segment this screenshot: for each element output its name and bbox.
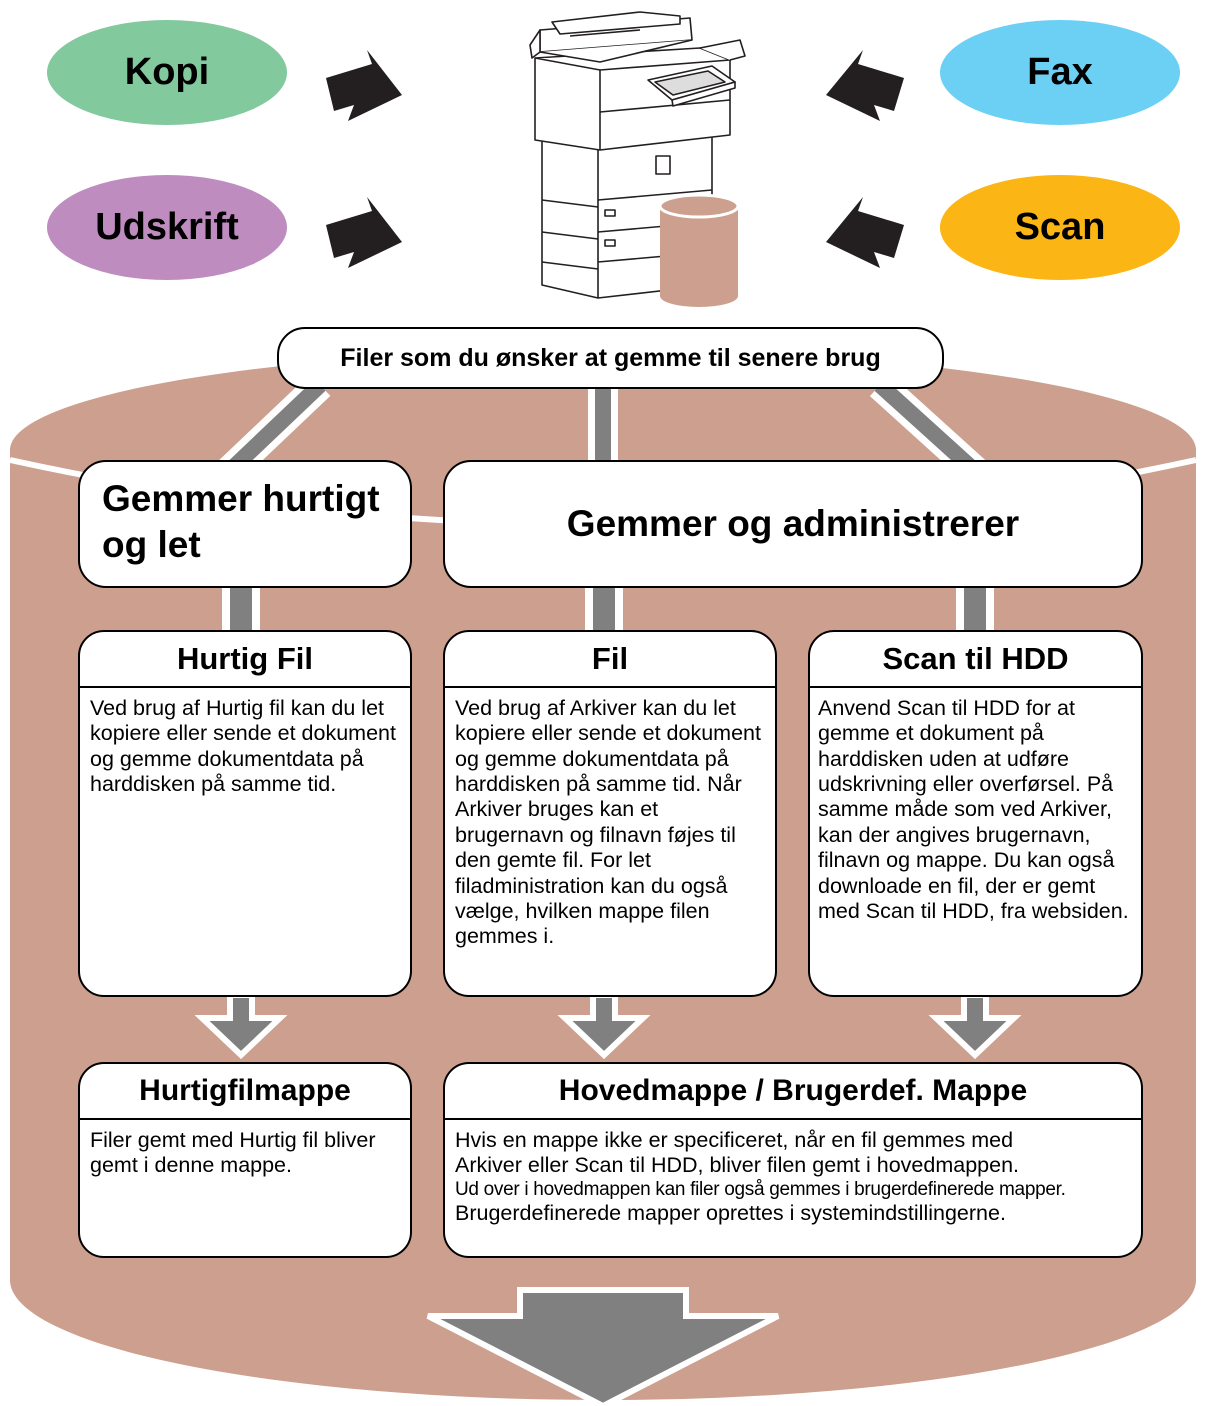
source-label: Scan	[1014, 206, 1106, 248]
folder-card-hovedmappe: Hovedmappe / Brugerdef. Mappe Hvis en ma…	[443, 1062, 1143, 1258]
mode-title: Hurtig Fil	[80, 632, 410, 688]
mode-card-scan-til-hdd: Scan til HDD Anvend Scan til HDD for at …	[808, 630, 1143, 997]
mode-title: Fil	[445, 632, 775, 688]
folder-line: Ud over i hovedmappen kan filer også gem…	[455, 1178, 1066, 1200]
mode-title: Scan til HDD	[810, 632, 1141, 688]
mode-description: Ved brug af Arkiver kan du let kopiere e…	[455, 696, 761, 949]
folder-description: Filer gemt med Hurtig fil bliver gemt i …	[90, 1128, 376, 1178]
mode-description: Anvend Scan til HDD for at gemme et doku…	[818, 696, 1129, 923]
mode-card-fil: Fil Ved brug af Arkiver kan du let kopie…	[443, 630, 777, 997]
category-manage: Gemmer og administrerer	[443, 460, 1143, 588]
source-udskrift: Udskrift	[47, 175, 287, 280]
source-kopi: Kopi	[47, 20, 287, 125]
source-fax: Fax	[940, 20, 1180, 125]
folder-description: Hvis en mappe ikke er specificeret, når …	[445, 1120, 1141, 1226]
source-label: Fax	[1027, 51, 1093, 93]
folder-line: Brugerdefinerede mapper oprettes i syste…	[455, 1201, 1006, 1226]
storage-caption-text: Filer som du ønsker at gemme til senere …	[340, 343, 881, 372]
source-arrows	[326, 50, 904, 268]
source-label: Kopi	[124, 51, 210, 93]
hdd-icon	[658, 193, 740, 307]
category-quick: Gemmer hurtigt og let	[78, 460, 412, 588]
folder-line: Hvis en mappe ikke er specificeret, når …	[455, 1128, 1014, 1152]
source-label: Udskrift	[95, 206, 239, 248]
mode-description: Ved brug af Hurtig fil kan du let kopier…	[90, 696, 396, 797]
category-connectors	[222, 585, 994, 633]
folder-line: Arkiver eller Scan til HDD, bliver filen…	[455, 1153, 1020, 1178]
folder-title: Hurtigfilmappe	[80, 1064, 410, 1120]
mode-card-hurtig-fil: Hurtig Fil Ved brug af Hurtig fil kan du…	[78, 630, 412, 997]
down-arrows	[194, 992, 1022, 1060]
storage-caption: Filer som du ønsker at gemme til senere …	[277, 327, 944, 389]
category-quick-title: Gemmer hurtigt og let	[102, 478, 380, 566]
folder-card-hurtigfilmappe: Hurtigfilmappe Filer gemt med Hurtig fil…	[78, 1062, 412, 1258]
output-arrow	[426, 1287, 780, 1406]
category-manage-title: Gemmer og administrerer	[566, 503, 1020, 544]
source-scan: Scan	[940, 175, 1180, 280]
folder-title: Hovedmappe / Brugerdef. Mappe	[445, 1064, 1141, 1120]
